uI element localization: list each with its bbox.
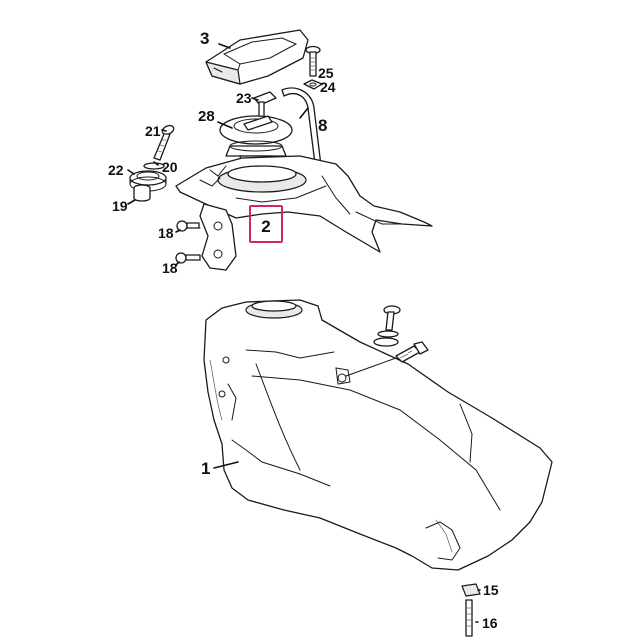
callout-23: 23 xyxy=(236,90,252,106)
part-2-housing xyxy=(175,155,433,271)
part-1-fuel-tank xyxy=(203,299,553,571)
callout-18-upper: 18 xyxy=(158,225,174,241)
callout-18-lower: 18 xyxy=(162,260,178,276)
part-18-screw-lower xyxy=(175,252,201,264)
callout-2-highlight-box xyxy=(249,205,283,243)
callout-19: 19 xyxy=(112,198,128,214)
part-24-washer xyxy=(303,79,323,90)
callout-1: 1 xyxy=(201,459,210,478)
callout-20: 20 xyxy=(162,159,178,175)
part-21-bolt xyxy=(153,124,175,161)
tank-mounting-bolt xyxy=(373,305,401,347)
part-19-spacer xyxy=(133,184,151,202)
part-23-valve xyxy=(253,91,277,121)
callout-8: 8 xyxy=(318,116,327,135)
callout-22: 22 xyxy=(108,162,124,178)
part-20-washer xyxy=(143,162,165,170)
part-18-screw-upper xyxy=(176,220,201,232)
leader-lines xyxy=(127,43,481,623)
part-15-nut xyxy=(461,583,481,597)
callout-15: 15 xyxy=(483,582,499,598)
highlighted-callout-2[interactable]: 2 xyxy=(249,205,283,243)
part-25-bolt xyxy=(305,45,321,77)
callout-16: 16 xyxy=(482,615,498,631)
part-22-grommet xyxy=(129,170,167,192)
callout-21: 21 xyxy=(145,123,161,139)
callout-28: 28 xyxy=(198,108,215,125)
callout-3: 3 xyxy=(200,29,209,48)
tank-side-bolt xyxy=(345,341,429,377)
callout-25: 25 xyxy=(318,65,334,81)
callout-24: 24 xyxy=(320,79,336,95)
part-16-bolt xyxy=(465,599,473,637)
part-3-cover xyxy=(205,29,309,85)
callout-2[interactable]: 2 xyxy=(261,217,270,236)
